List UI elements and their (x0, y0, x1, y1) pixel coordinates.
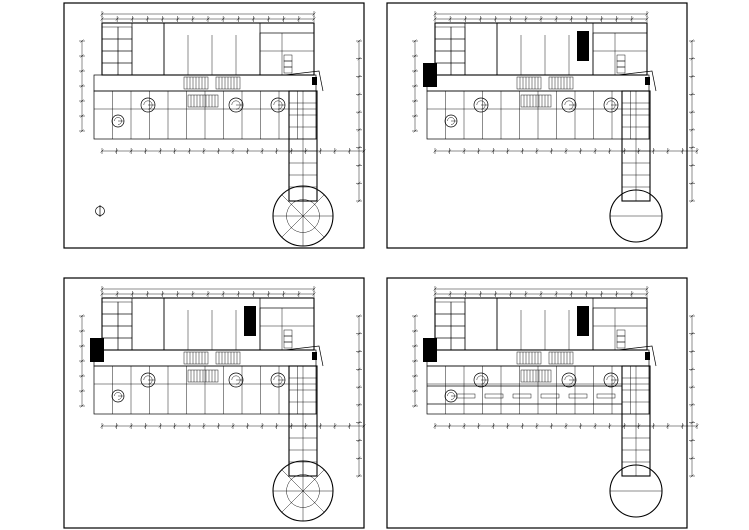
round-tower (272, 460, 334, 522)
dimension-lines (412, 11, 699, 203)
round-tower (272, 185, 334, 247)
panel-frame (63, 277, 365, 529)
lower-wing (284, 345, 324, 477)
shaft-blocks (423, 306, 650, 362)
corridor (93, 349, 317, 415)
dimension-lines (79, 286, 366, 478)
plan-top-left (63, 2, 366, 249)
panel-frame (386, 277, 688, 529)
round-tower (609, 189, 663, 243)
north-arrow-icon (95, 205, 105, 217)
round-tower (609, 464, 663, 518)
right-rooms (259, 32, 315, 76)
panel-frame (386, 2, 688, 249)
plan-bottom-right (386, 277, 699, 529)
dimension-lines (412, 286, 699, 478)
shaft-blocks (90, 306, 317, 362)
lower-wing (284, 70, 324, 202)
shaft-blocks (312, 77, 317, 85)
lower-wing (617, 70, 657, 202)
dimension-lines (79, 11, 366, 203)
panel-frame (63, 2, 365, 249)
plan-top-right (386, 2, 699, 249)
shaft-blocks (423, 31, 650, 87)
grid-lines (427, 385, 622, 405)
plan-bottom-left (63, 277, 366, 529)
lower-wing (617, 345, 657, 477)
